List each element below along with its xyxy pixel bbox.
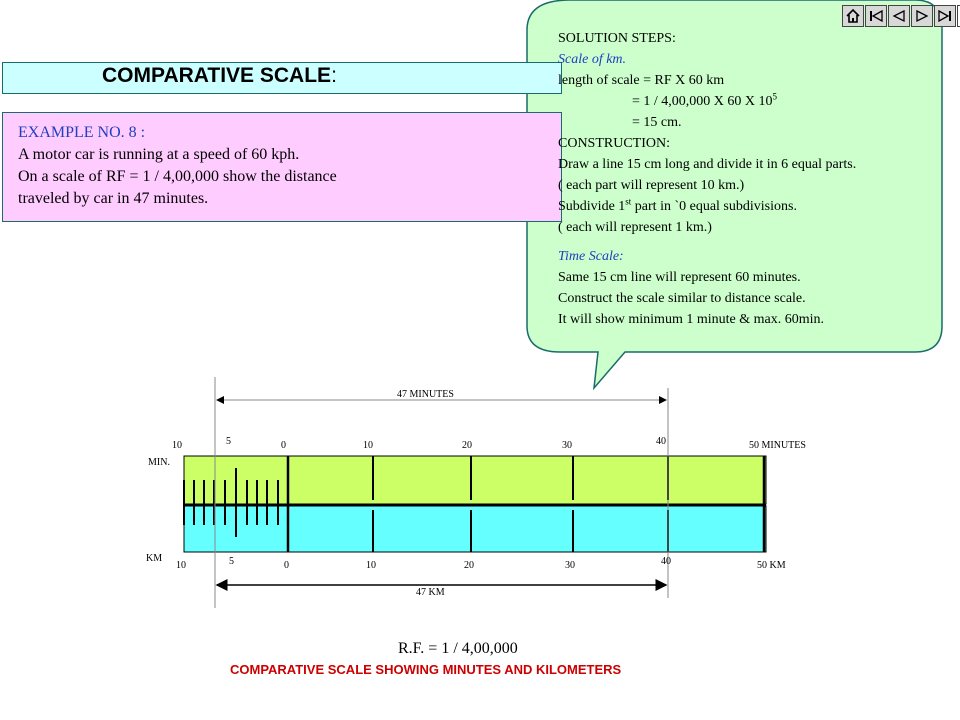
minutes-tick-label: 50 MINUTES	[749, 440, 806, 451]
minutes-tick-label: 30	[562, 440, 572, 451]
subdivisions	[183, 468, 279, 537]
calc-line-exponent: 5	[772, 91, 778, 102]
page-title-colon: :	[331, 64, 337, 87]
km-tick-label: 0	[284, 560, 289, 571]
km-side-label: KM	[146, 553, 163, 564]
example-heading: EXAMPLE NO. 8 :	[18, 124, 146, 141]
previous-slide-button[interactable]	[888, 5, 910, 27]
previous-slide-icon	[892, 9, 905, 23]
min-side-label: MIN.	[148, 457, 170, 468]
next-slide-button[interactable]	[911, 5, 933, 27]
km-dimension-label: 47 KM	[416, 587, 445, 598]
page-title-text: COMPARATIVE SCALE	[102, 64, 332, 87]
km-tick-label: 30	[565, 560, 575, 571]
km-tick-label: 40	[661, 556, 671, 567]
subdivide-prefix: Subdivide 1	[558, 199, 626, 214]
minutes-scale-band	[183, 455, 767, 505]
time-line: Construct the scale similar to distance …	[558, 291, 806, 306]
km-tick-label: 50 KM	[757, 560, 786, 571]
minutes-tick-label: 10	[363, 440, 373, 451]
last-slide-button[interactable]	[934, 5, 956, 27]
example-line: On a scale of RF = 1 / 4,00,000 show the…	[18, 168, 337, 185]
minutes-tick-label: 5	[226, 436, 231, 447]
end-show-button[interactable]	[957, 5, 960, 27]
km-scale-band	[183, 505, 767, 553]
last-slide-icon	[938, 9, 951, 23]
result-line: = 15 cm.	[632, 115, 682, 130]
scale-km-heading: Scale of km.	[558, 52, 627, 67]
slide-navigation	[842, 5, 960, 27]
construction-heading: CONSTRUCTION:	[558, 136, 671, 151]
km-tick-label: 20	[464, 560, 474, 571]
example-line: A motor car is running at a speed of 60 …	[18, 146, 300, 163]
subdivide-sup: st	[625, 196, 632, 207]
minutes-tick-label: 10	[172, 440, 182, 451]
title-bar	[2, 62, 562, 94]
time-line: It will show minimum 1 minute & max. 60m…	[558, 312, 824, 327]
page-title: COMPARATIVE SCALE:	[102, 64, 337, 88]
km-tick-label: 10	[366, 560, 376, 571]
first-slide-icon	[870, 9, 883, 23]
minutes-tick-label: 40	[656, 436, 666, 447]
minutes-tick-label: 0	[281, 440, 286, 451]
representative-fraction: R.F. = 1 / 4,00,000	[398, 640, 518, 657]
time-line: Same 15 cm line will represent 60 minute…	[558, 270, 801, 285]
minutes-tick-label: 20	[462, 440, 472, 451]
home-icon	[846, 8, 860, 23]
subdivide-line: Subdivide 1st part in `0 equal subdivisi…	[558, 196, 938, 217]
solution-steps: SOLUTION STEPS: Scale of km. length of s…	[558, 28, 938, 330]
calc-line: = 1 / 4,00,000 X 60 X 105	[558, 91, 938, 112]
solution-heading: SOLUTION STEPS:	[558, 31, 676, 46]
time-scale-heading: Time Scale:	[558, 249, 624, 264]
length-line: length of scale = RF X 60 km	[558, 73, 725, 88]
construction-line: ( each part will represent 10 km.)	[558, 178, 745, 193]
home-button[interactable]	[842, 5, 864, 27]
example-line: traveled by car in 47 minutes.	[18, 190, 209, 207]
subdivide-suffix: part in `0 equal subdivisions.	[631, 199, 797, 214]
calc-line-text: = 1 / 4,00,000 X 60 X 10	[632, 94, 773, 109]
example-box	[2, 112, 562, 222]
example-text: EXAMPLE NO. 8 : A motor car is running a…	[18, 122, 337, 210]
construction-line: Draw a line 15 cm long and divide it in …	[558, 157, 857, 172]
diagram-caption: COMPARATIVE SCALE SHOWING MINUTES AND KI…	[230, 662, 622, 677]
minutes-dimension-label: 47 MINUTES	[397, 389, 454, 400]
subdivide-note: ( each will represent 1 km.)	[558, 220, 712, 235]
first-slide-button[interactable]	[865, 5, 887, 27]
next-slide-icon	[916, 9, 929, 23]
km-tick-label: 5	[229, 556, 234, 567]
km-tick-label: 10	[176, 560, 186, 571]
